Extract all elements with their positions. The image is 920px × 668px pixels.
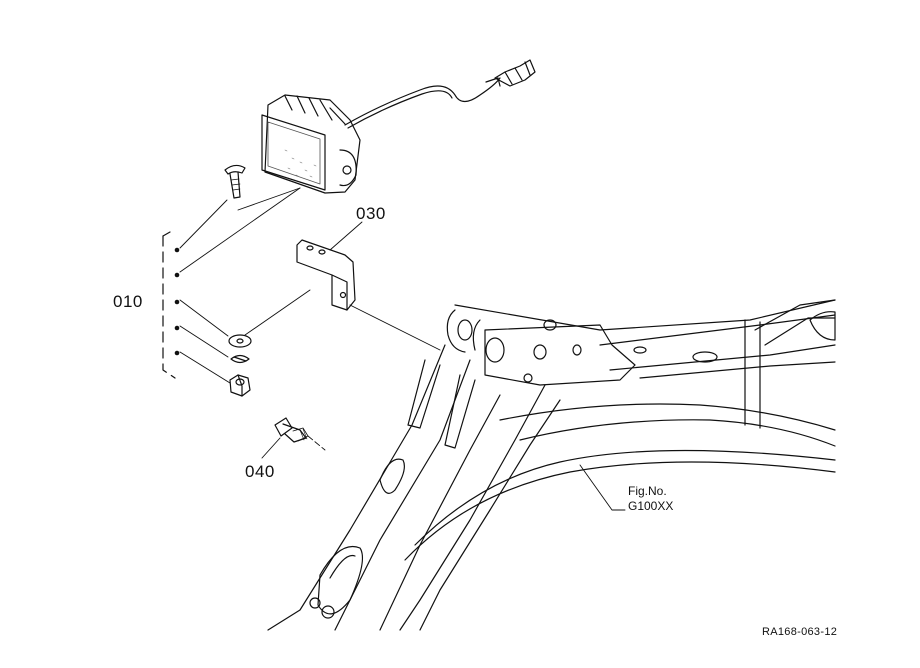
bolt-icon [224, 164, 246, 175]
drawing-id: RA168-063-12 [762, 626, 838, 638]
group-bracket [162, 235, 176, 379]
lens-shading [284, 149, 317, 178]
frame-slot [379, 458, 405, 494]
frame-bolt [321, 605, 335, 619]
work-light [261, 59, 536, 194]
frame-bracket-plate [484, 324, 636, 386]
figure-reference-label: Fig.No. [628, 484, 667, 498]
frame-hole [692, 351, 718, 363]
bracket-030 [296, 221, 363, 311]
frame-hole [485, 337, 505, 363]
tractor-frame [267, 299, 836, 631]
callout-040: 040 [245, 462, 275, 481]
figure-reference: Fig.No. G100XX [628, 484, 673, 514]
frame-bolt [309, 597, 321, 609]
frame-hole [533, 344, 547, 360]
light-cable [344, 77, 501, 126]
frame-hole [633, 346, 647, 354]
frame-hole [457, 319, 473, 341]
washer-icon [228, 334, 252, 348]
frame-hole [543, 319, 557, 331]
figure-reference-number: G100XX [628, 499, 674, 513]
callout-010: 010 [113, 292, 143, 311]
callout-030: 030 [356, 204, 386, 223]
light-lens [261, 114, 326, 191]
frame-hole [572, 344, 582, 356]
fig-ref-leader [579, 464, 626, 511]
light-connector [494, 59, 536, 87]
frame-hole [523, 373, 533, 383]
callout-030-leader [329, 221, 363, 251]
hardware-010 [162, 164, 441, 397]
flange-bolt-icon [274, 417, 293, 437]
bolt-040 [261, 417, 326, 459]
spring-washer-icon [230, 354, 250, 364]
callout-040-leader [261, 437, 281, 459]
frame-opening [317, 546, 363, 615]
